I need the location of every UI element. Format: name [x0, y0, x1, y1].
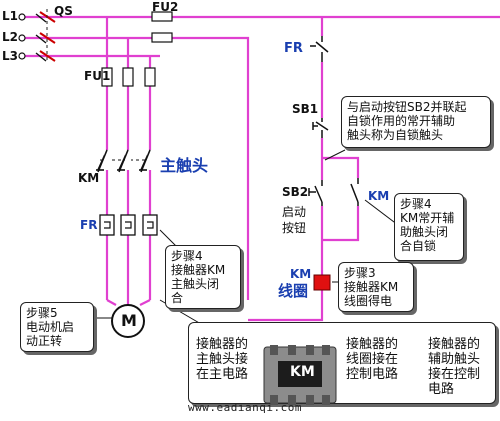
callout-step5: 步骤5 电动机启 动正转 [20, 302, 94, 352]
note-line: 线圈接在 [346, 352, 399, 367]
note-line: 辅助触头 [428, 352, 481, 367]
note-line: 主触头接 [196, 352, 249, 367]
sb2-contact [308, 180, 327, 206]
km-main-contact-blades [97, 149, 151, 173]
note-line: 接触器的 [346, 337, 399, 352]
fr-control-contact [310, 36, 329, 62]
wire-selflock-branch [322, 156, 360, 242]
callout-text: 步骤5 [26, 306, 58, 320]
callout-self-lock: 与启动按钮SB2并联起 自锁作用的常开辅助 触头称为自锁触头 [341, 96, 491, 148]
callout-text: 合自锁 [400, 239, 437, 253]
callout-text: 接触器KM [171, 263, 226, 277]
qs-switch [39, 9, 56, 62]
km-aux-contact [350, 178, 363, 206]
note-line: 接触器的 [428, 337, 481, 352]
label-fr-main: FR [80, 218, 98, 232]
fu1-fuses [101, 67, 156, 87]
motor-symbol [111, 304, 145, 338]
label-start-2: 按钮 [282, 221, 307, 235]
label-motor: M [121, 311, 137, 330]
label-km-coil: KM [290, 267, 312, 281]
label-l2: L2 [2, 30, 18, 44]
wires [22, 15, 500, 322]
note-line: 电路 [428, 382, 455, 397]
callout-step4-left: 步骤4 接触器KM 主触头闭 合 [165, 245, 241, 309]
fr-thermal-elements [99, 214, 158, 236]
bottom-info-box [188, 322, 496, 404]
wire-motor-a [106, 299, 117, 306]
label-coil: 线圈 [278, 282, 309, 300]
watermark: www.eadianqi.com [188, 401, 302, 414]
note-main-circuit: 接触器的 主触头接 在主电路 [196, 337, 248, 382]
callout-text: 合 [171, 291, 184, 305]
note-aux-circuit: 接触器的 辅助触头 接在控制 电路 [428, 337, 480, 397]
fr-thermal-marks [104, 221, 154, 229]
label-main-contact: 主触头 [160, 156, 209, 175]
sb1-contact [312, 118, 329, 138]
label-qs: QS [54, 4, 73, 18]
wire-l2-to-control [22, 36, 250, 300]
km-contact-gaps [104, 150, 153, 170]
note-line: 接在控制 [428, 367, 481, 382]
callout-text: 触头称为自锁触头 [347, 128, 444, 142]
label-fu2: FU2 [152, 0, 179, 14]
callout-text: 步骤3 [344, 266, 376, 280]
callout-step3: 步骤3 接触器KM 线圈得电 [338, 262, 414, 312]
callout-text: 步骤4 [400, 197, 432, 211]
label-fr-ctrl: FR [284, 41, 303, 56]
note-line: 在主电路 [196, 367, 249, 382]
km-coil [313, 274, 331, 291]
callout-text: 步骤4 [171, 249, 203, 263]
note-line: 控制电路 [346, 367, 399, 382]
contactor-photo [263, 345, 337, 405]
qs-contacts [35, 13, 47, 62]
callout-text: 动正转 [26, 334, 63, 348]
callout-text: 与启动按钮SB2并联起 [347, 100, 467, 114]
terminal-dots [18, 13, 26, 60]
note-line: 接触器的 [196, 337, 249, 352]
label-km-main: KM [78, 171, 100, 185]
label-sb2: SB2 [282, 185, 309, 199]
note-coil-circuit: 接触器的 线圈接在 控制电路 [346, 337, 398, 382]
fu2-fuses [151, 11, 173, 43]
label-l1: L1 [2, 9, 18, 23]
callout-step4-right: 步骤4 KM常开辅 助触头闭 合自锁 [394, 193, 464, 261]
wire-control-return [248, 290, 324, 322]
callout-text: KM常开辅 [400, 211, 455, 225]
label-fu1: FU1 [84, 69, 111, 83]
callout-text: 主触头闭 [171, 277, 220, 291]
callout-text: 接触器KM [344, 280, 399, 294]
label-l3: L3 [2, 49, 18, 63]
callout-text: 助触头闭 [400, 225, 449, 239]
label-km-aux: KM [368, 189, 390, 203]
callout-text: 自锁作用的常开辅助 [347, 114, 456, 128]
contactor-photo-label: KM [290, 364, 315, 380]
callout-text: 线圈得电 [344, 294, 393, 308]
label-start-1: 启动 [282, 205, 307, 219]
wire-motor-c [139, 299, 151, 306]
label-sb1: SB1 [292, 102, 319, 116]
callout-text: 电动机启 [26, 320, 75, 334]
